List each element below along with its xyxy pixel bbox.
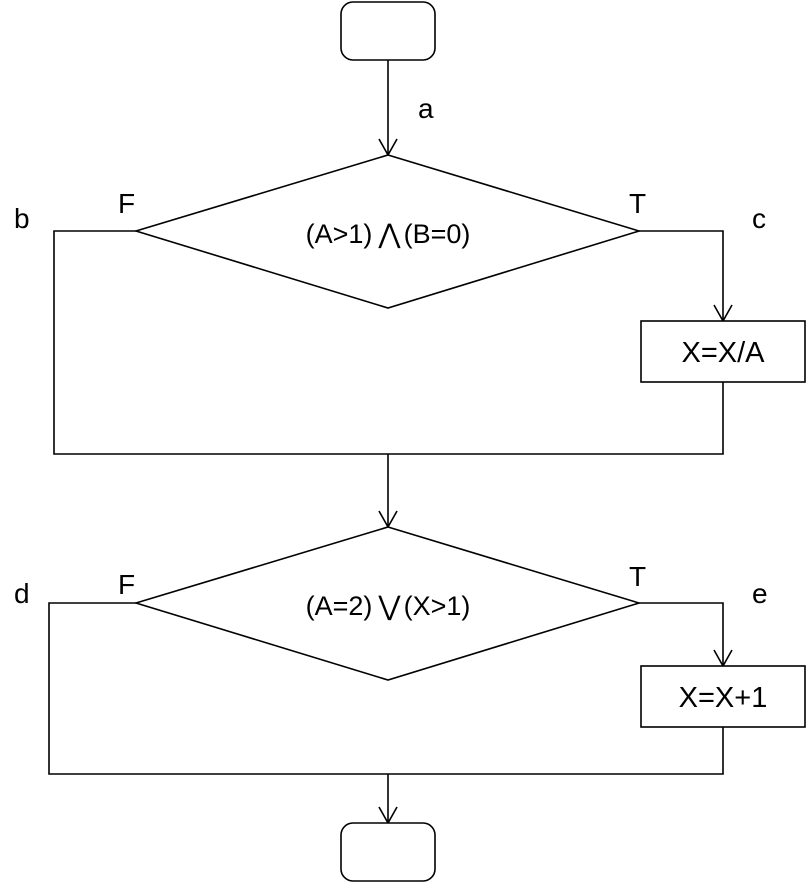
start-terminal xyxy=(340,1,436,61)
process2-label: X=X+1 xyxy=(679,682,768,714)
path-label-d: d xyxy=(14,578,30,609)
connector-decision2-true xyxy=(639,602,724,666)
path-label-e: e xyxy=(752,578,768,609)
process1-label: X=X/A xyxy=(681,337,765,369)
decision1-true-label: T xyxy=(629,188,646,219)
connector-decision1-true xyxy=(639,230,724,321)
decision1-diamond xyxy=(133,154,642,309)
decision1-condition: (A>1)⋀(B=0) xyxy=(306,219,471,249)
decision2-true-label: T xyxy=(629,561,646,592)
connector-process1-merge xyxy=(388,382,724,455)
decision2-condition: (A=2)⋁(X>1) xyxy=(306,591,471,621)
connector-decision1-false xyxy=(53,230,388,455)
end-terminal xyxy=(340,822,436,882)
decision2-diamond xyxy=(133,526,642,681)
connector-decision2-false xyxy=(48,602,388,775)
path-label-c: c xyxy=(752,203,766,234)
path-label-b: b xyxy=(14,203,30,234)
path-label-a: a xyxy=(418,93,434,124)
connector-process2-merge xyxy=(388,727,724,775)
process2-box xyxy=(640,665,806,728)
decision1-false-label: F xyxy=(118,188,135,219)
decision2-false-label: F xyxy=(118,569,135,600)
